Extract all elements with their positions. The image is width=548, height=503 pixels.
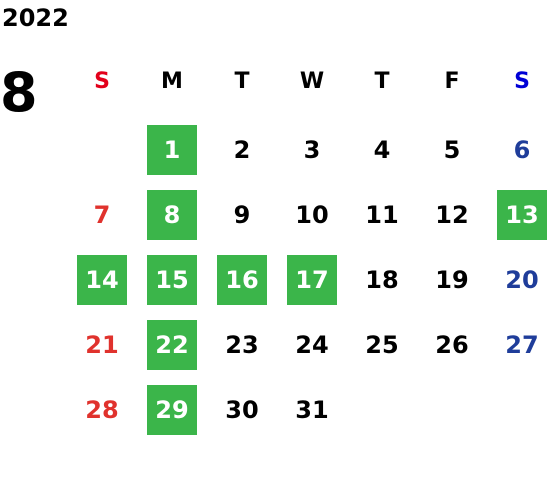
- day-cell[interactable]: 21: [85, 331, 119, 359]
- day-cell[interactable]: 10: [295, 201, 329, 229]
- calendar-month: 8: [0, 61, 38, 124]
- calendar-year: 2022: [2, 4, 69, 32]
- day-cell[interactable]: 1: [147, 125, 197, 175]
- weekday-saturday: S: [514, 69, 530, 94]
- weekday-monday: M: [161, 69, 183, 94]
- day-cell[interactable]: 20: [505, 266, 539, 294]
- day-cell[interactable]: 19: [435, 266, 469, 294]
- day-cell[interactable]: 6: [513, 136, 531, 164]
- day-cell[interactable]: 3: [303, 136, 321, 164]
- day-cell[interactable]: 12: [435, 201, 469, 229]
- day-cell[interactable]: 13: [497, 190, 547, 240]
- day-cell[interactable]: 11: [365, 201, 399, 229]
- day-cell[interactable]: 23: [225, 331, 259, 359]
- day-cell[interactable]: 22: [147, 320, 197, 370]
- day-cell[interactable]: 30: [225, 396, 259, 424]
- day-cell[interactable]: 25: [365, 331, 399, 359]
- day-cell[interactable]: 18: [365, 266, 399, 294]
- weekday-header: S M T W T F S: [0, 66, 548, 98]
- weekday-thursday: T: [374, 69, 390, 94]
- weekday-friday: F: [444, 69, 460, 94]
- day-cell[interactable]: 4: [373, 136, 391, 164]
- day-cell[interactable]: 7: [93, 201, 111, 229]
- day-cell[interactable]: 27: [505, 331, 539, 359]
- day-cell[interactable]: 29: [147, 385, 197, 435]
- day-cell[interactable]: 9: [233, 201, 251, 229]
- day-cell[interactable]: 15: [147, 255, 197, 305]
- day-cell[interactable]: 24: [295, 331, 329, 359]
- day-cell[interactable]: 8: [147, 190, 197, 240]
- day-cell[interactable]: 26: [435, 331, 469, 359]
- day-cell[interactable]: 28: [85, 396, 119, 424]
- day-cell[interactable]: 14: [77, 255, 127, 305]
- weekday-tuesday: T: [234, 69, 250, 94]
- day-cell[interactable]: 31: [295, 396, 329, 424]
- day-cell[interactable]: 5: [443, 136, 461, 164]
- day-cell[interactable]: 2: [233, 136, 251, 164]
- day-cell[interactable]: 17: [287, 255, 337, 305]
- day-cell[interactable]: 16: [217, 255, 267, 305]
- weekday-wednesday: W: [299, 69, 325, 94]
- weekday-sunday: S: [94, 69, 110, 94]
